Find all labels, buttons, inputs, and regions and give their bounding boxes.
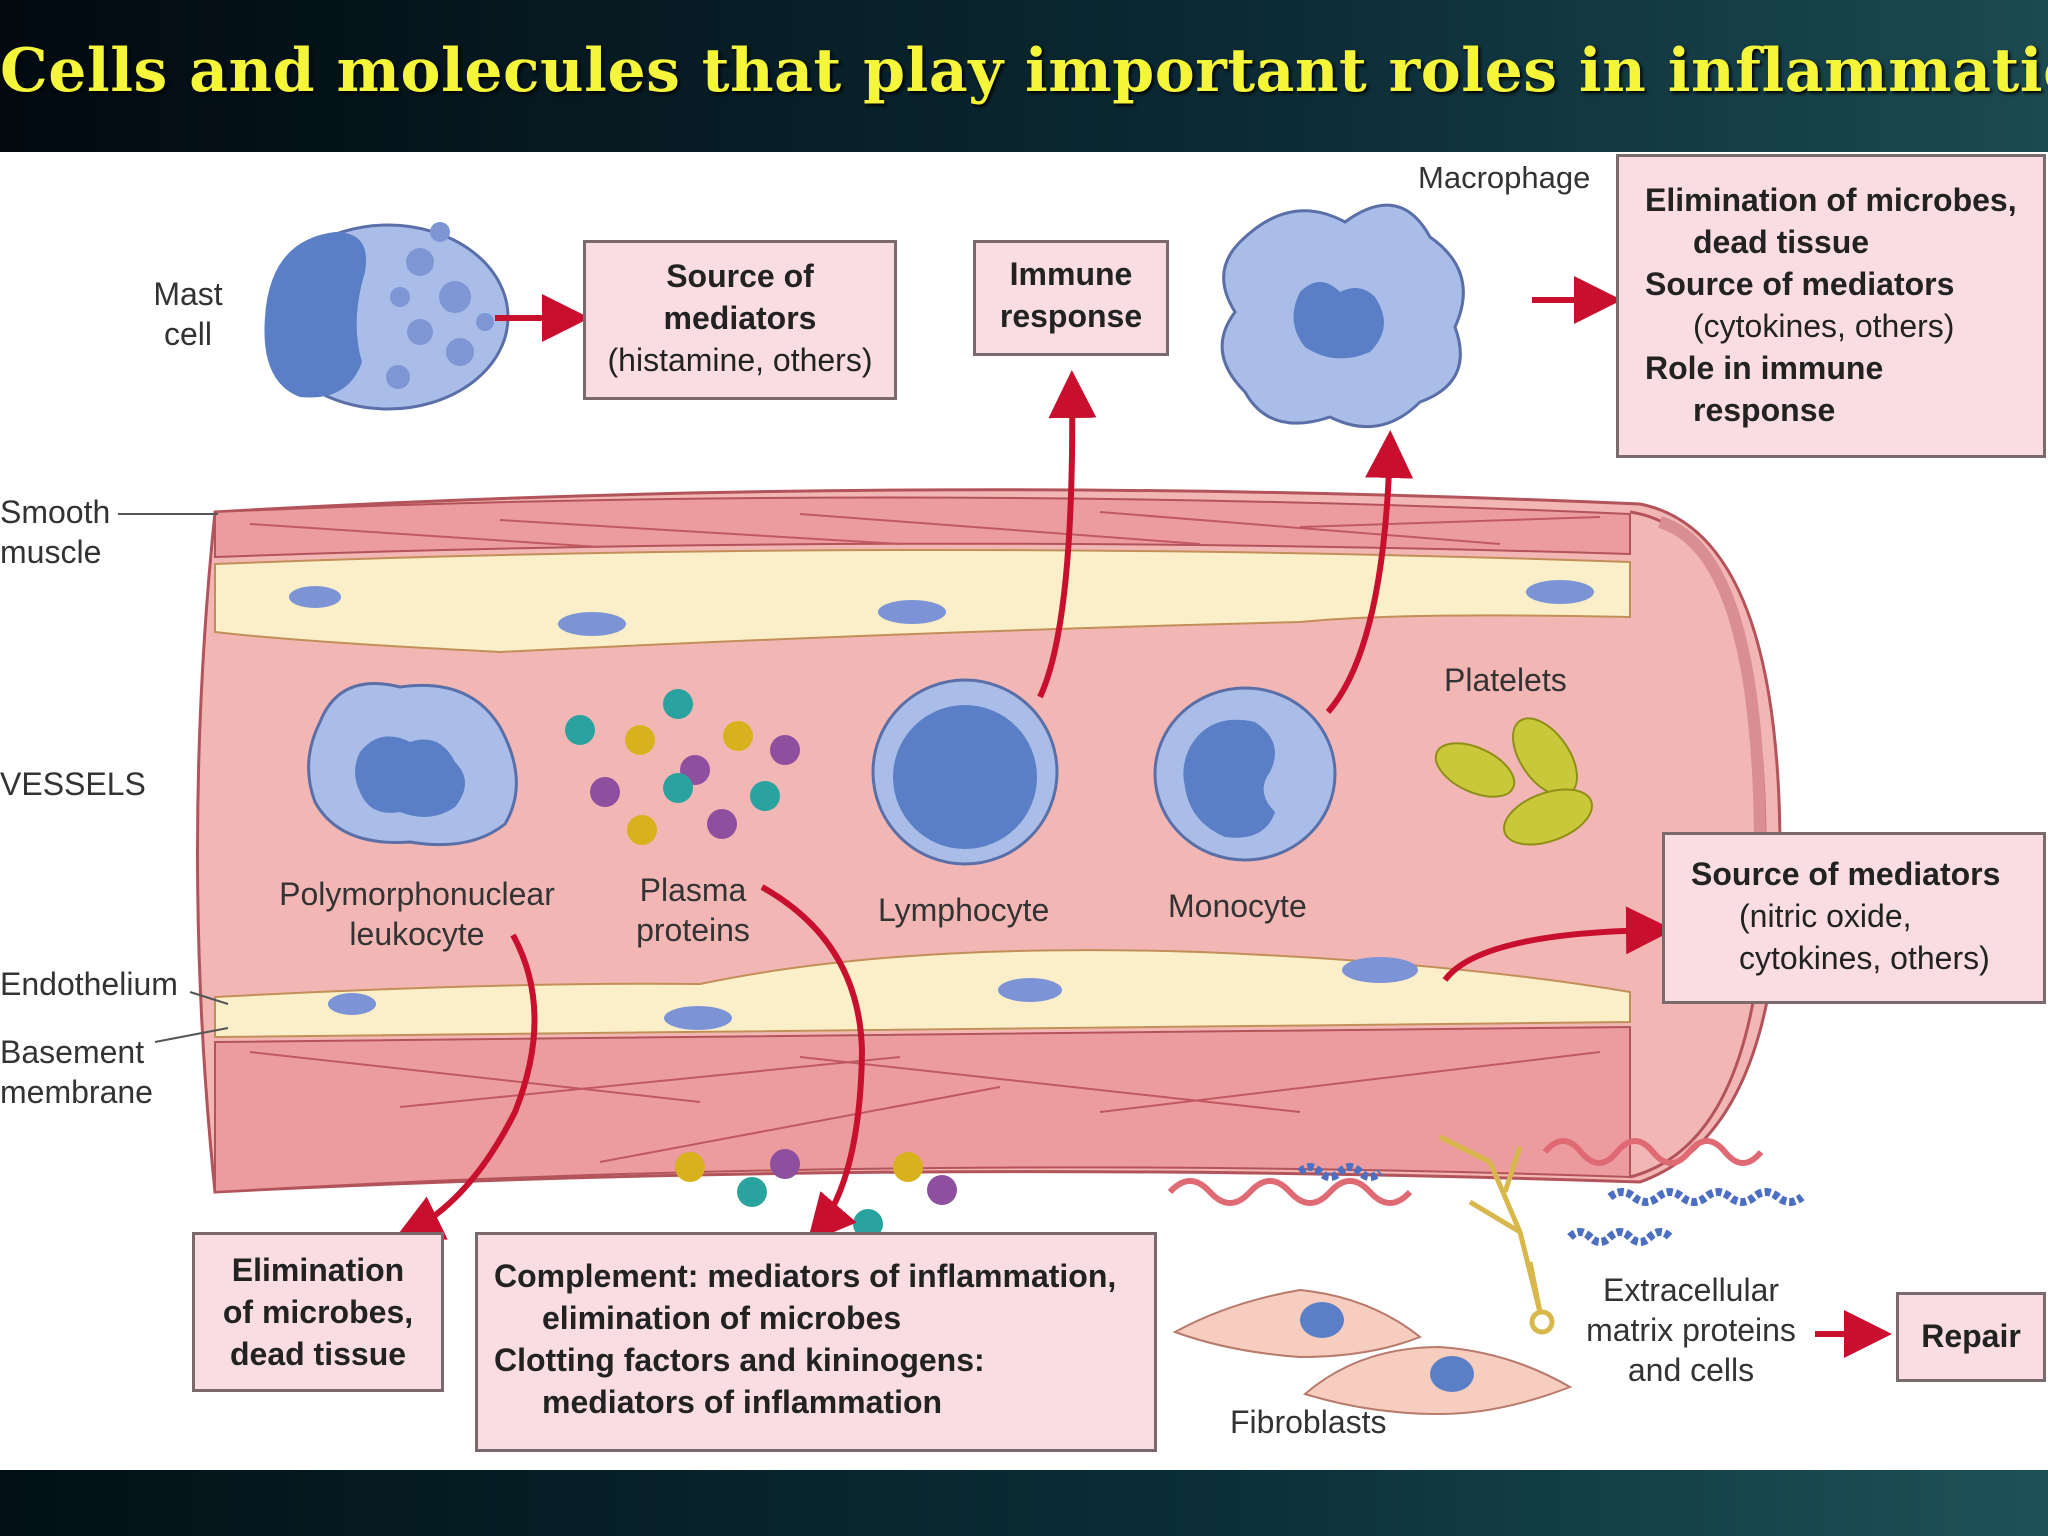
endothelial-nucleus (998, 978, 1062, 1002)
slide-title: Cells and molecules that play important … (0, 36, 2048, 106)
label-lymphocyte: Lymphocyte (878, 892, 1050, 928)
box-plasma-roles-line2: elimination of microbes (542, 1300, 902, 1336)
inflammation-diagram: Mast cell Macrophage Smooth muscle VESSE… (0, 152, 2048, 1470)
box-macrophage-roles-line3: Source of mediators (1645, 266, 1955, 302)
endothelial-nucleus (1526, 580, 1594, 604)
box-pmn-roles: Elimination of microbes, dead tissue (192, 1232, 444, 1392)
label-ecm: Extracellular matrix proteins and cells (1576, 1270, 1806, 1390)
extravascular-proteins (675, 1149, 957, 1239)
box-repair: Repair (1896, 1292, 2046, 1382)
box-endothelium-mediators-line1: Source of mediators (1691, 856, 2001, 892)
box-plasma-roles-line4: mediators of inflammation (542, 1384, 943, 1420)
label-basement-membrane-text: Basement membrane (0, 1034, 153, 1110)
box-pmn-roles-line2: of microbes, (222, 1294, 414, 1330)
box-pmn-roles-line1: Elimination (231, 1252, 405, 1288)
label-mast-cell-text: Mast cell (153, 276, 223, 352)
endothelial-nucleus (878, 600, 946, 624)
box-immune-response-line1: Immune (1009, 256, 1133, 292)
box-mast-mediators-line1: Source of (666, 258, 814, 294)
box-mast-mediators-line3: (histamine, others) (607, 342, 873, 378)
box-macrophage-roles-line6: response (1693, 392, 1836, 428)
label-monocyte: Monocyte (1168, 888, 1307, 924)
arrow-monocyte-to-macrophage (1325, 430, 1414, 714)
label-platelets: Platelets (1444, 662, 1567, 698)
box-mast-mediators: Source of mediators (histamine, others) (583, 240, 897, 400)
endothelial-nucleus (558, 612, 626, 636)
label-plasma-proteins-text: Plasma proteins (636, 872, 750, 948)
box-macrophage-roles-line1: Elimination of microbes, (1645, 182, 2017, 218)
box-endothelium-mediators-line2: (nitric oxide, (1739, 898, 1912, 934)
bottom-bar (0, 1470, 2048, 1536)
label-plasma-proteins: Plasma proteins (618, 870, 768, 950)
fibroblasts (1172, 1288, 1573, 1416)
box-pmn-roles-line3: dead tissue (229, 1336, 407, 1372)
box-macrophage-roles: Elimination of microbes, dead tissue Sou… (1616, 154, 2046, 458)
box-macrophage-roles-line5: Role in immune (1645, 350, 1884, 386)
label-macrophage: Macrophage (1418, 160, 1591, 195)
label-smooth-muscle-text: Smooth muscle (0, 494, 111, 570)
box-endothelium-mediators-line3: cytokines, others) (1739, 940, 1990, 976)
diagram-artwork (118, 203, 1892, 1416)
box-plasma-roles: Complement: mediators of inflammation, e… (475, 1232, 1157, 1452)
box-plasma-roles-line3: Clotting factors and kininogens: (494, 1342, 985, 1378)
box-immune-response-line2: response (999, 298, 1143, 334)
label-vessels: VESSELS (0, 766, 146, 802)
label-pmn-text: Polymorphonuclear leukocyte (279, 876, 555, 952)
box-mast-mediators-line2: mediators (663, 300, 817, 336)
arrow-lymphocyte-to-immune (1037, 370, 1097, 699)
arrow-pmn-to-elimination (394, 933, 538, 1240)
endothelial-nucleus (289, 586, 341, 608)
box-repair-line1: Repair (1921, 1318, 2021, 1354)
platelets (1434, 717, 1593, 846)
box-macrophage-roles-line2: dead tissue (1693, 224, 1870, 260)
box-immune-response: Immune response (973, 240, 1169, 356)
endothelium-lower (214, 949, 1631, 1039)
smooth-muscle-upper (214, 496, 1631, 559)
endothelial-nucleus (328, 993, 376, 1015)
arrow-plasma-to-complement (760, 884, 866, 1244)
endothelial-nucleus (664, 1006, 732, 1030)
title-bar: Cells and molecules that play important … (0, 0, 2048, 152)
box-endothelium-mediators: Source of mediators (nitric oxide, cytok… (1662, 832, 2046, 1004)
label-mast-cell: Mast cell (148, 274, 228, 354)
pmn-leukocyte (307, 682, 518, 847)
label-basement-membrane: Basement membrane (0, 1032, 153, 1112)
box-macrophage-roles-line4: (cytokines, others) (1693, 308, 1955, 344)
label-endothelium: Endothelium (0, 966, 178, 1002)
label-fibroblasts: Fibroblasts (1230, 1404, 1387, 1440)
plasma-protein-spheres (565, 689, 800, 845)
monocyte (1153, 686, 1337, 862)
box-plasma-roles-line1: Complement: mediators of inflammation, (494, 1258, 1117, 1294)
lymphocyte (871, 678, 1059, 866)
label-ecm-text: Extracellular matrix proteins and cells (1586, 1272, 1796, 1388)
endothelial-nucleus (1342, 957, 1418, 983)
arrow-endothelium-to-mediators (1442, 906, 1674, 982)
label-smooth-muscle: Smooth muscle (0, 492, 110, 572)
label-pmn: Polymorphonuclear leukocyte (272, 874, 562, 954)
arrows (394, 276, 1892, 1358)
macrophage (1220, 203, 1465, 429)
extracellular-matrix-fibers (1167, 1134, 1805, 1335)
mast-cell (264, 222, 510, 411)
